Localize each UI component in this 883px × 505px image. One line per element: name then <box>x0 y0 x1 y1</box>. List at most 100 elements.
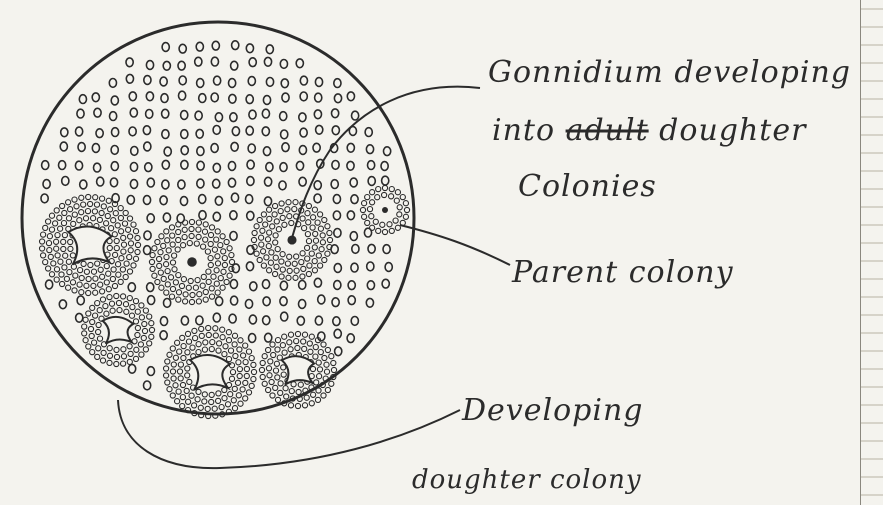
somatic-cell <box>199 94 206 103</box>
somatic-cell <box>179 76 186 85</box>
somatic-cell <box>334 264 341 273</box>
somatic-cell <box>300 128 307 137</box>
somatic-cell <box>178 180 185 189</box>
somatic-cell <box>246 126 253 135</box>
somatic-cell <box>352 111 359 120</box>
somatic-cell <box>162 130 169 139</box>
somatic-cell <box>211 93 218 102</box>
somatic-cell <box>197 147 204 156</box>
somatic-cell <box>296 161 303 170</box>
somatic-cell <box>42 161 49 170</box>
somatic-cell <box>332 161 339 170</box>
somatic-cell <box>129 92 136 101</box>
somatic-cell <box>97 177 104 186</box>
somatic-cell <box>247 211 254 220</box>
somatic-cell <box>299 281 306 290</box>
somatic-cell <box>385 263 392 272</box>
somatic-cell <box>315 316 322 325</box>
somatic-cell <box>127 196 134 205</box>
somatic-cell <box>350 232 357 241</box>
somatic-cell <box>265 333 272 342</box>
somatic-cell <box>247 160 254 169</box>
somatic-cell <box>178 61 185 70</box>
somatic-cell <box>315 93 322 102</box>
somatic-cell <box>197 79 204 88</box>
somatic-cell <box>76 127 83 136</box>
somatic-cell <box>246 44 253 53</box>
somatic-cell <box>347 211 354 220</box>
somatic-cell <box>314 278 321 287</box>
somatic-cell <box>111 162 118 171</box>
somatic-cell <box>126 58 133 67</box>
somatic-cell <box>94 108 101 117</box>
somatic-cell <box>248 144 255 153</box>
somatic-cell <box>144 246 151 255</box>
somatic-cell <box>248 77 255 86</box>
somatic-cell <box>347 161 354 170</box>
somatic-cell <box>213 125 220 134</box>
somatic-cell <box>263 297 270 306</box>
somatic-cell <box>231 142 238 151</box>
somatic-cell <box>347 92 354 101</box>
somatic-cell <box>80 180 87 189</box>
somatic-cell <box>229 314 236 323</box>
somatic-cell <box>213 163 220 172</box>
somatic-cell <box>333 211 340 220</box>
somatic-cell <box>333 195 340 204</box>
somatic-cell <box>282 93 289 102</box>
somatic-cell <box>280 163 287 172</box>
somatic-cell <box>266 78 273 87</box>
somatic-cell <box>181 130 188 139</box>
somatic-cell <box>297 316 304 325</box>
somatic-cell <box>300 76 307 85</box>
somatic-cell <box>163 61 170 70</box>
somatic-cell <box>368 177 375 186</box>
somatic-cell <box>144 142 151 151</box>
somatic-cell <box>299 177 306 186</box>
somatic-cell <box>299 300 306 309</box>
somatic-cell <box>280 112 287 121</box>
somatic-cell <box>351 317 358 326</box>
somatic-cell <box>229 79 236 88</box>
daughter-colony <box>164 325 257 418</box>
somatic-cell <box>179 44 186 53</box>
somatic-cell <box>351 195 358 204</box>
somatic-cell <box>365 128 372 137</box>
somatic-cell <box>77 109 84 118</box>
somatic-cell <box>111 146 118 155</box>
somatic-cell <box>146 61 153 70</box>
daughter-colony <box>259 331 336 408</box>
somatic-cell <box>246 262 253 271</box>
somatic-cell <box>282 143 289 152</box>
somatic-cell <box>92 93 99 102</box>
somatic-cell <box>162 43 169 52</box>
somatic-cell <box>264 57 271 66</box>
somatic-cell <box>129 364 136 373</box>
pointer-parent <box>400 225 510 265</box>
label-gonidium-line3: Colonies <box>518 169 657 204</box>
somatic-cell <box>128 283 135 292</box>
somatic-cell <box>335 347 342 356</box>
somatic-cell <box>163 213 170 222</box>
somatic-cell <box>231 193 238 202</box>
somatic-cell <box>181 316 188 325</box>
somatic-cell <box>249 58 256 67</box>
somatic-cell <box>228 162 235 171</box>
somatic-cell <box>79 95 86 104</box>
somatic-cell <box>281 79 288 88</box>
somatic-cell <box>249 315 256 324</box>
somatic-cell <box>196 42 203 51</box>
somatic-cell <box>232 41 239 50</box>
somatic-cell <box>382 176 389 185</box>
somatic-cell <box>334 281 341 290</box>
somatic-cell <box>350 178 357 187</box>
somatic-cell <box>263 96 270 105</box>
somatic-cell <box>213 179 220 188</box>
somatic-cell <box>197 161 204 170</box>
somatic-cell <box>43 180 50 189</box>
somatic-cell <box>314 194 321 203</box>
somatic-cell <box>250 282 257 291</box>
somatic-cell <box>247 246 254 255</box>
somatic-cell <box>143 196 150 205</box>
